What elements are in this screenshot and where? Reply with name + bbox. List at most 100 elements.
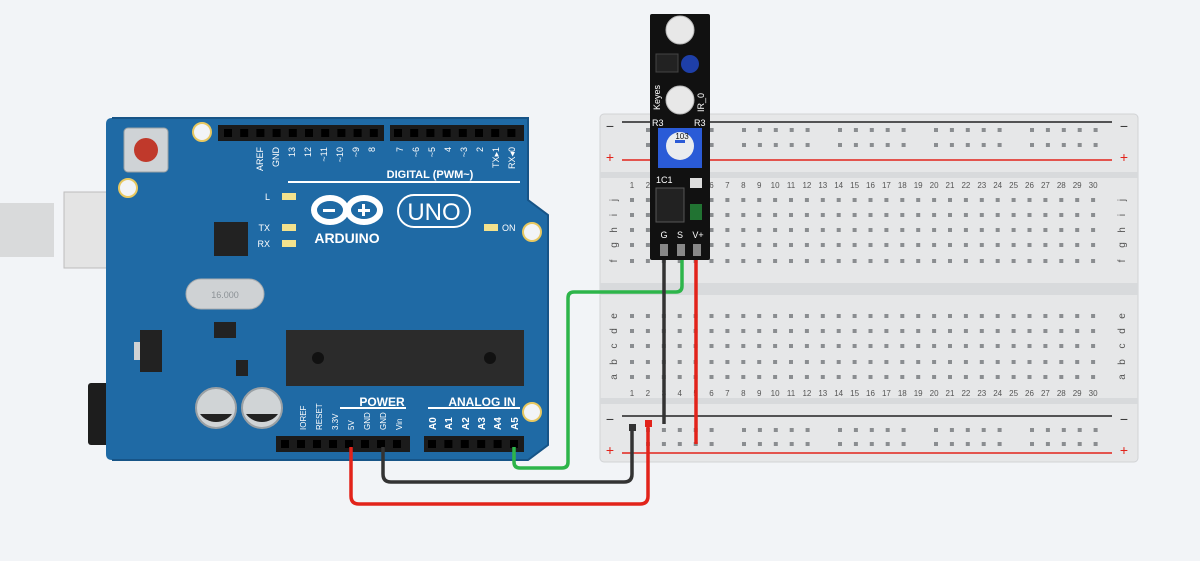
rail-hole[interactable]	[773, 128, 778, 132]
terminal-hole[interactable]	[1059, 344, 1064, 348]
terminal-hole[interactable]	[645, 360, 650, 364]
header-socket[interactable]	[297, 440, 305, 448]
rail-hole[interactable]	[1077, 143, 1082, 147]
terminal-hole[interactable]	[1043, 360, 1048, 364]
terminal-hole[interactable]	[836, 198, 841, 202]
terminal-hole[interactable]	[1011, 314, 1016, 318]
rail-hole[interactable]	[661, 442, 666, 446]
terminal-hole[interactable]	[979, 344, 984, 348]
terminal-hole[interactable]	[932, 375, 937, 379]
pin-g[interactable]	[660, 244, 668, 256]
terminal-hole[interactable]	[1027, 243, 1032, 247]
terminal-hole[interactable]	[948, 213, 952, 217]
rail-hole[interactable]	[949, 143, 954, 147]
rail-hole[interactable]	[901, 428, 906, 432]
terminal-hole[interactable]	[677, 329, 682, 333]
terminal-hole[interactable]	[804, 228, 809, 232]
terminal-hole[interactable]	[789, 243, 793, 247]
rail-hole[interactable]	[757, 128, 762, 132]
rail-hole[interactable]	[1077, 128, 1082, 132]
terminal-hole[interactable]	[948, 228, 952, 232]
rail-hole[interactable]	[1045, 428, 1050, 432]
terminal-hole[interactable]	[741, 228, 746, 232]
terminal-hole[interactable]	[741, 198, 746, 202]
terminal-hole[interactable]	[1059, 375, 1064, 379]
terminal-hole[interactable]	[630, 259, 634, 263]
terminal-hole[interactable]	[804, 375, 809, 379]
terminal-hole[interactable]	[900, 360, 905, 364]
terminal-hole[interactable]	[948, 314, 952, 318]
terminal-hole[interactable]	[804, 314, 809, 318]
terminal-hole[interactable]	[789, 360, 793, 364]
terminal-hole[interactable]	[757, 213, 762, 217]
header-socket[interactable]	[313, 440, 321, 448]
terminal-hole[interactable]	[709, 198, 714, 202]
rail-hole[interactable]	[646, 143, 650, 147]
terminal-hole[interactable]	[804, 329, 809, 333]
terminal-hole[interactable]	[1027, 259, 1032, 263]
breadboard[interactable]: − − + + − − + + 112233445566778899101011…	[599, 113, 1139, 463]
terminal-hole[interactable]	[932, 228, 937, 232]
terminal-hole[interactable]	[1011, 213, 1016, 217]
terminal-hole[interactable]	[1027, 375, 1032, 379]
terminal-hole[interactable]	[979, 259, 984, 263]
rail-hole[interactable]	[853, 128, 858, 132]
header-socket[interactable]	[353, 129, 362, 137]
terminal-hole[interactable]	[725, 344, 730, 348]
terminal-hole[interactable]	[1075, 360, 1080, 364]
terminal-hole[interactable]	[1075, 259, 1080, 263]
terminal-hole[interactable]	[963, 198, 968, 202]
terminal-hole[interactable]	[868, 259, 873, 263]
terminal-hole[interactable]	[773, 243, 778, 247]
terminal-hole[interactable]	[900, 228, 905, 232]
terminal-hole[interactable]	[868, 375, 873, 379]
terminal-hole[interactable]	[1043, 228, 1048, 232]
terminal-hole[interactable]	[852, 243, 857, 247]
terminal-hole[interactable]	[709, 375, 714, 379]
rail-hole[interactable]	[885, 128, 890, 132]
digital-pin-sockets[interactable]	[224, 129, 516, 137]
rail-hole[interactable]	[949, 428, 954, 432]
rail-hole[interactable]	[1030, 442, 1034, 446]
terminal-hole[interactable]	[900, 213, 905, 217]
terminal-hole[interactable]	[804, 360, 809, 364]
rail-hole[interactable]	[965, 128, 970, 132]
rail-hole[interactable]	[981, 128, 986, 132]
terminal-hole[interactable]	[645, 375, 650, 379]
terminal-hole[interactable]	[630, 329, 634, 333]
terminal-hole[interactable]	[741, 213, 746, 217]
rail-hole[interactable]	[661, 428, 666, 432]
rail-hole[interactable]	[997, 428, 1002, 432]
terminal-hole[interactable]	[963, 375, 968, 379]
rail-hole[interactable]	[805, 442, 810, 446]
rail-hole[interactable]	[885, 442, 890, 446]
terminal-hole[interactable]	[1075, 198, 1080, 202]
terminal-hole[interactable]	[836, 243, 841, 247]
terminal-hole[interactable]	[836, 375, 841, 379]
terminal-hole[interactable]	[868, 314, 873, 318]
terminal-hole[interactable]	[1059, 314, 1064, 318]
terminal-hole[interactable]	[948, 344, 952, 348]
rail-hole[interactable]	[1061, 128, 1066, 132]
rail-hole[interactable]	[677, 442, 682, 446]
header-socket[interactable]	[281, 440, 289, 448]
terminal-hole[interactable]	[916, 344, 921, 348]
terminal-hole[interactable]	[630, 213, 634, 217]
terminal-hole[interactable]	[868, 198, 873, 202]
rail-hole[interactable]	[853, 428, 858, 432]
terminal-hole[interactable]	[1091, 198, 1096, 202]
header-socket[interactable]	[377, 440, 385, 448]
terminal-hole[interactable]	[789, 314, 793, 318]
terminal-hole[interactable]	[789, 375, 793, 379]
rail-hole[interactable]	[677, 428, 682, 432]
terminal-hole[interactable]	[820, 360, 825, 364]
terminal-hole[interactable]	[820, 198, 825, 202]
terminal-hole[interactable]	[1091, 344, 1096, 348]
terminal-hole[interactable]	[995, 344, 1000, 348]
terminal-hole[interactable]	[820, 213, 825, 217]
terminal-hole[interactable]	[868, 228, 873, 232]
terminal-hole[interactable]	[995, 329, 1000, 333]
rail-hole[interactable]	[885, 428, 890, 432]
header-socket[interactable]	[240, 129, 249, 137]
terminal-hole[interactable]	[1091, 228, 1096, 232]
